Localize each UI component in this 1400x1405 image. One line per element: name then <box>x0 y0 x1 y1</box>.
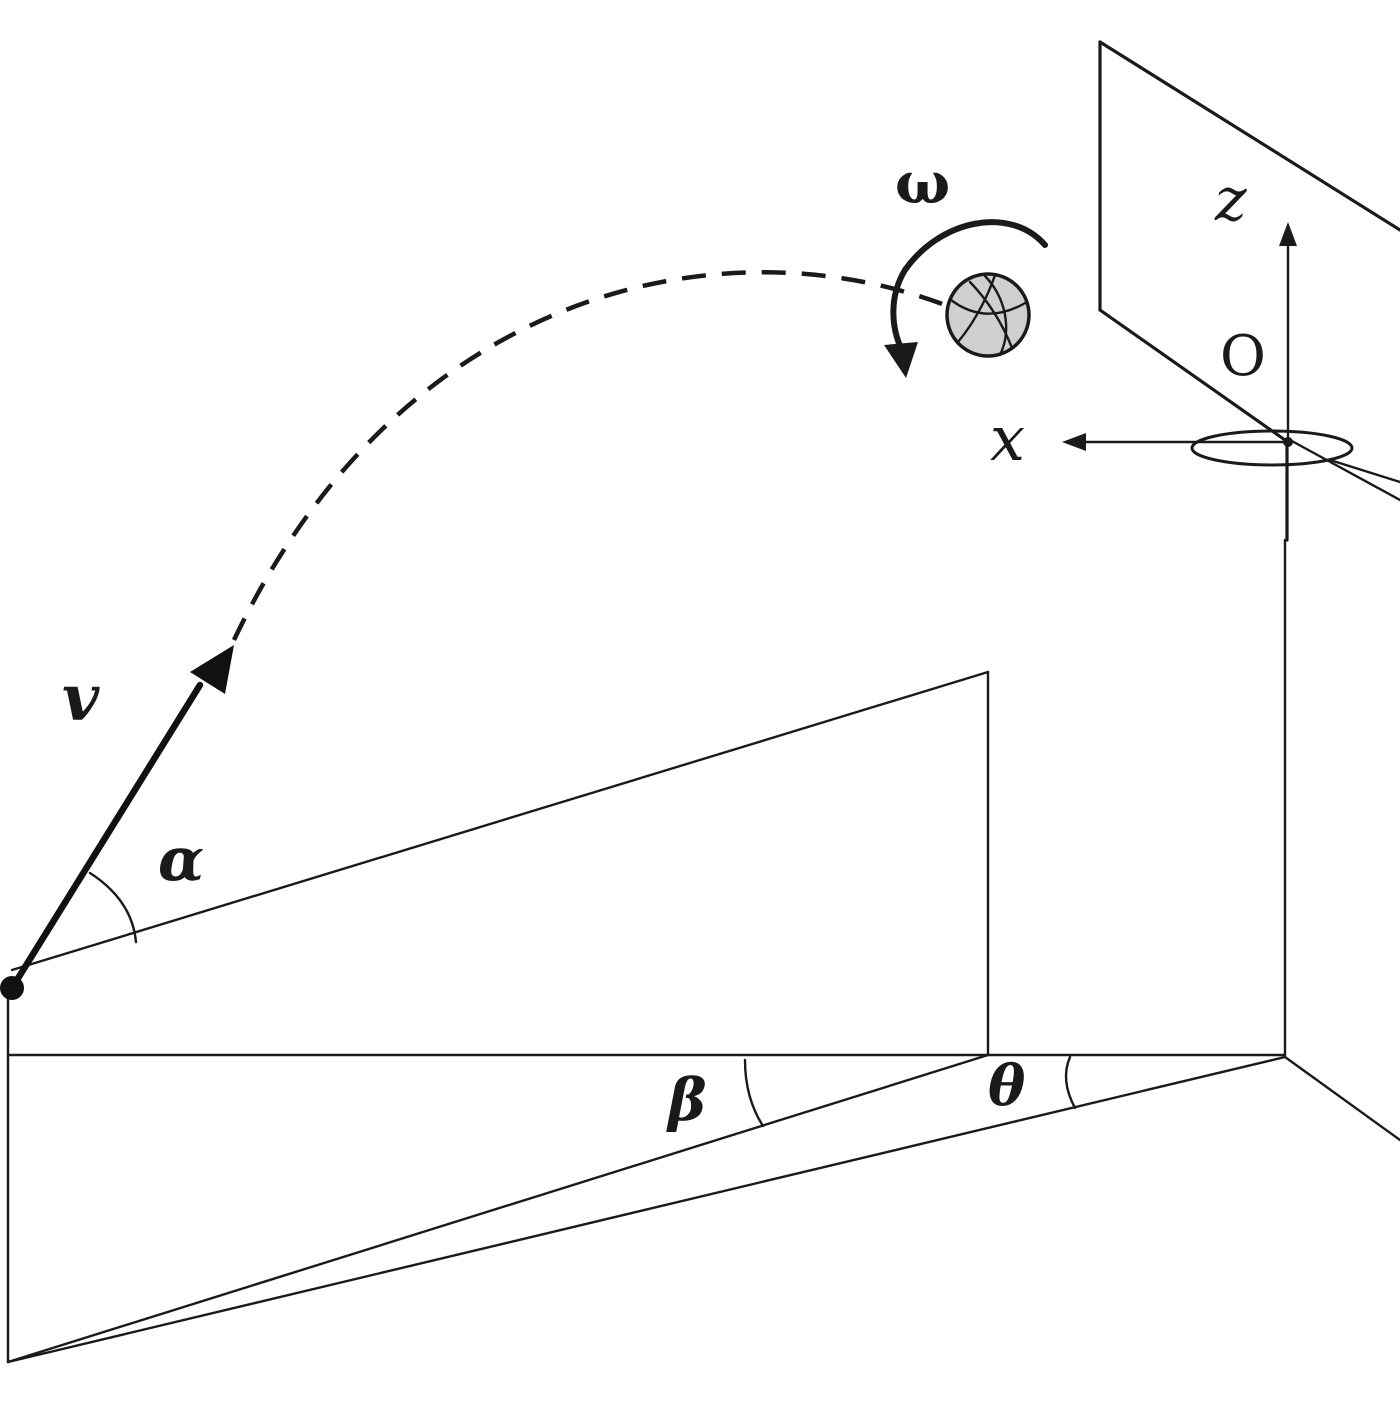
support-pole <box>1283 438 1289 1059</box>
basketball-icon <box>945 272 1031 358</box>
velocity-vector <box>8 645 234 992</box>
beta-arc <box>743 1058 765 1128</box>
x-axis <box>1062 433 1290 451</box>
launch-angle-label: α <box>158 825 204 895</box>
alpha-arc <box>88 871 138 944</box>
shooting-plane <box>10 670 990 1057</box>
origin-label: O <box>1220 324 1266 389</box>
beta-label: β <box>666 1066 707 1134</box>
hoop-ring-icon <box>1190 429 1400 502</box>
theta-label: θ <box>988 1053 1026 1119</box>
z-axis <box>1279 222 1297 442</box>
velocity-label: v <box>62 661 100 736</box>
trajectory-path <box>231 270 946 641</box>
launch-point <box>0 976 24 1000</box>
z-axis-label: z <box>1214 165 1247 235</box>
origin-point <box>1283 437 1293 447</box>
curved-arrow-icon <box>884 219 1048 378</box>
ground-lines <box>6 983 1400 1364</box>
theta-arc <box>1064 1055 1077 1110</box>
backboard <box>1098 40 1400 442</box>
spin-label: ω <box>895 149 950 217</box>
x-axis-label: x <box>990 402 1025 475</box>
